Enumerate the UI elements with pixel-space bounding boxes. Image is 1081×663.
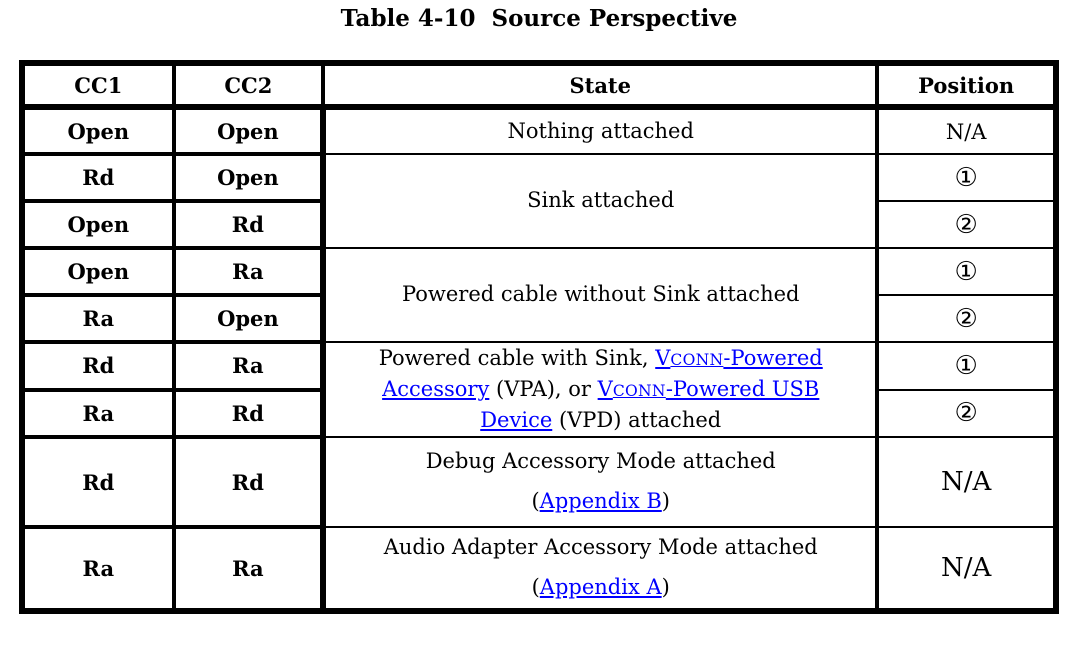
position-2-symbol: ② bbox=[954, 209, 978, 240]
na-label: N/A bbox=[941, 467, 992, 498]
cc1-cell: Ra bbox=[20, 525, 176, 614]
col-header-cc2: CC2 bbox=[171, 61, 326, 110]
cc2-cell: Open bbox=[171, 105, 326, 156]
state-cell: Nothing attached bbox=[320, 106, 880, 155]
col-header-cc1: CC1 bbox=[20, 61, 176, 110]
position-cell: ① bbox=[875, 341, 1059, 391]
table-row: Rd Rd Debug Accessory Mode attached (Appe… bbox=[20, 435, 1059, 530]
cc2-cell: Open bbox=[171, 152, 326, 203]
position-2-symbol: ② bbox=[954, 303, 978, 334]
position-1-symbol: ① bbox=[954, 350, 978, 381]
cc1-cell: Rd bbox=[20, 152, 176, 203]
state-cell: Sink attached bbox=[320, 153, 880, 249]
vconn-powered-usb-device-link[interactable]: V bbox=[597, 377, 613, 402]
table-row: Open Open Nothing attached N/A bbox=[20, 105, 1059, 156]
cc2-cell: Rd bbox=[171, 199, 326, 250]
cc1-cell: Open bbox=[20, 105, 176, 156]
cc2-cell: Ra bbox=[171, 340, 326, 392]
table-row: Ra Ra Audio Adapter Accessory Mode attac… bbox=[20, 525, 1059, 614]
state-cell: Powered cable without Sink attached bbox=[320, 247, 880, 343]
vconn-powered-accessory-link[interactable]: -Powered bbox=[723, 346, 823, 370]
table-row: Ra Open ② bbox=[20, 293, 1059, 344]
state-text: (VPA), or bbox=[489, 377, 598, 402]
cc1-cell: Rd bbox=[20, 340, 176, 392]
cc1-cell: Ra bbox=[20, 293, 176, 344]
table-title: Table 4-10 Source Perspective bbox=[340, 5, 738, 32]
position-cell: ① bbox=[875, 247, 1059, 296]
state-cell: Debug Accessory Mode attached (Appendix B… bbox=[320, 436, 880, 529]
cc2-cell: Ra bbox=[171, 246, 326, 297]
state-text: ) bbox=[661, 575, 670, 600]
cc2-cell: Open bbox=[171, 293, 326, 344]
table-row: Rd Open Sink attached ① bbox=[20, 152, 1059, 249]
position-1-symbol: ① bbox=[954, 256, 978, 287]
vconn-powered-accessory-link[interactable]: V bbox=[655, 346, 671, 370]
vconn-powered-usb-device-link[interactable]: Device bbox=[480, 408, 553, 433]
position-cell: ① bbox=[875, 153, 1059, 202]
col-header-state: State bbox=[321, 61, 880, 110]
cc2-cell: Ra bbox=[171, 525, 326, 614]
state-cell: Audio Adapter Accessory Mode attached (Ap… bbox=[320, 526, 880, 613]
state-text: Audio Adapter Accessory Mode attached bbox=[383, 535, 818, 560]
col-header-position: Position bbox=[875, 61, 1058, 110]
state-text: ) bbox=[661, 489, 670, 514]
position-cell: N/A bbox=[875, 436, 1059, 529]
vconn-powered-usb-device-link[interactable]: -Powered USB bbox=[665, 377, 820, 402]
table-row: Open Rd ② bbox=[20, 199, 1059, 250]
cc2-cell: Rd bbox=[171, 435, 326, 530]
cc1-cell: Ra bbox=[20, 387, 176, 440]
position-2-symbol: ② bbox=[954, 398, 978, 429]
position-cell: N/A bbox=[875, 526, 1059, 613]
position-1-symbol: ① bbox=[954, 162, 978, 193]
state-text: (VPD) attached bbox=[552, 408, 722, 433]
state-text: ( bbox=[531, 575, 540, 600]
vconn-powered-usb-device-link[interactable]: CONN bbox=[612, 382, 666, 401]
position-cell: N/A bbox=[875, 106, 1059, 155]
table-row: Open Ra Powered cable without Sink attac… bbox=[20, 246, 1059, 343]
table-row: Ra Rd ② bbox=[20, 387, 1059, 440]
state-text: ( bbox=[531, 489, 540, 514]
header-row: CC1 CC2 State Position bbox=[20, 61, 1058, 110]
state-text: Powered cable with Sink, bbox=[378, 346, 656, 370]
cc2-cell: Rd bbox=[171, 387, 326, 440]
source-perspective-table: CC1 CC2 State Position Open Open Nothing… bbox=[19, 60, 1059, 615]
vconn-powered-accessory-link[interactable]: CONN bbox=[670, 351, 724, 369]
position-cell: ② bbox=[875, 200, 1059, 249]
table-row: Rd Ra Powered cable with Sink, VCONN-Pow… bbox=[20, 340, 1059, 439]
vconn-powered-accessory-link[interactable]: Accessory bbox=[382, 377, 490, 402]
na-label: N/A bbox=[941, 553, 992, 584]
state-text: Debug Accessory Mode attached bbox=[425, 449, 776, 474]
position-cell: ② bbox=[875, 294, 1059, 343]
cc1-cell: Open bbox=[20, 199, 176, 250]
cc1-cell: Rd bbox=[20, 435, 176, 530]
cc1-cell: Open bbox=[20, 246, 176, 297]
appendix-a-link[interactable]: Appendix A bbox=[539, 575, 662, 600]
position-cell: ② bbox=[875, 388, 1059, 439]
appendix-b-link[interactable]: Appendix B bbox=[539, 489, 662, 514]
